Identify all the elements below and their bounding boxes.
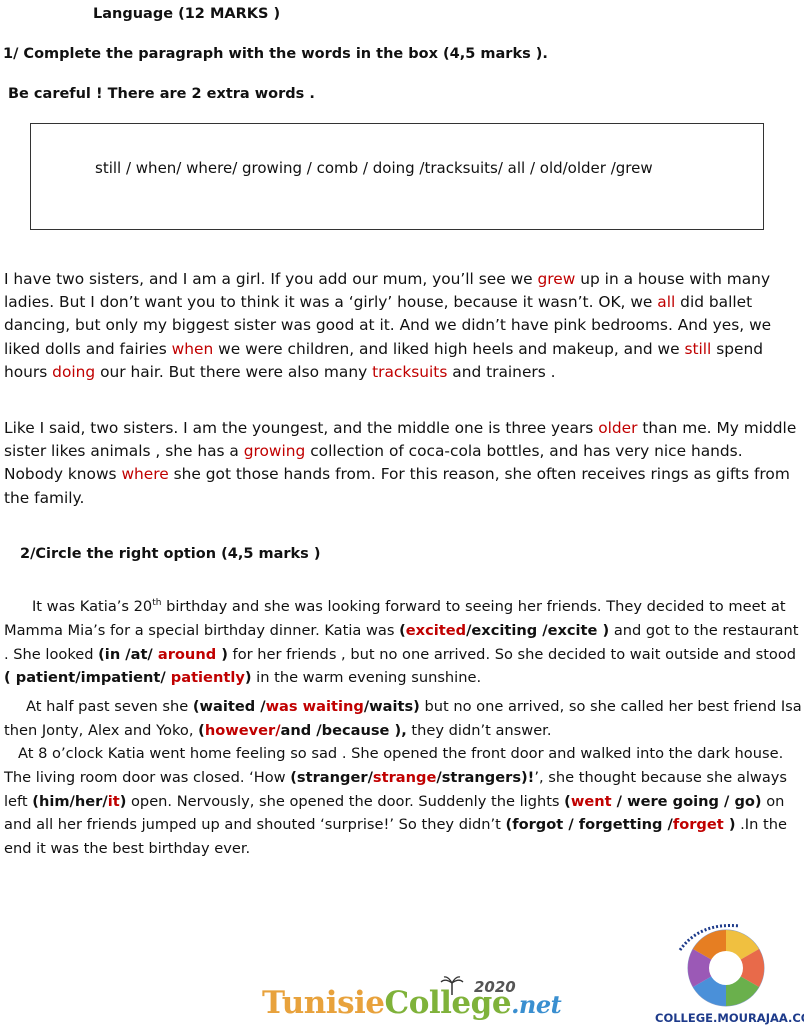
correct-option: strange (372, 768, 437, 786)
story-paragraph-1: It was Katia’s 20th birthday and she was… (4, 595, 804, 690)
text: /waits) (363, 698, 420, 715)
text: (stranger/ (290, 768, 373, 786)
logo-text-net: .net (511, 990, 562, 1019)
correct-option: excited (405, 621, 467, 639)
text: /exciting /excite ) (466, 621, 610, 639)
text: (forgot / forgetting / (505, 816, 673, 834)
answer-word: still (684, 339, 712, 358)
text: At half past seven she (26, 698, 193, 715)
option-group-7: (him/her/it) (32, 793, 126, 810)
logo-text-tunisie: Tunisie (262, 985, 385, 1021)
option-group-5: (however/and /because ), (198, 722, 407, 739)
text: / were going / go) (611, 792, 762, 810)
correct-option: was waiting (265, 698, 364, 715)
correct-option: patiently (170, 669, 245, 687)
text: we were children, and liked high heels a… (213, 339, 685, 358)
text: up in a house with many ladies. But I do… (4, 270, 771, 312)
answer-word: grew (537, 270, 576, 288)
text: she got those hands from. For this reaso… (4, 465, 790, 507)
text: they didn’t answer. (406, 721, 552, 739)
answer-word: older (598, 419, 638, 437)
option-group-3: ( patient/impatient/ patiently) (4, 669, 252, 686)
text: collection of coca-cola bottles, and has… (4, 442, 743, 484)
text: ( patient/impatient/ (4, 669, 171, 687)
text: than me. My middle sister likes animals … (4, 419, 797, 461)
text: but no one arrived, so she called her be… (4, 698, 802, 739)
option-group-8: (went / were going / go) (564, 793, 761, 810)
answer-word: doing (52, 362, 96, 381)
correct-option: however/ (204, 721, 281, 739)
text: did ballet dancing, but only my biggest … (4, 293, 772, 358)
text: ’, she thought because she always left (4, 768, 788, 810)
text: and trainers . (447, 362, 556, 381)
text: spend hours (4, 339, 764, 381)
text: (in /at/ (98, 645, 158, 663)
word-box: still / when/ where/ growing / comb / do… (30, 123, 764, 230)
text: ( (399, 621, 406, 639)
correct-option: forget (672, 816, 724, 834)
superscript: th (152, 598, 162, 608)
text: for her friends , but no one arrived. So… (227, 645, 797, 663)
word-box-text: still / when/ where/ growing / comb / do… (95, 159, 653, 177)
palm-tree-icon (440, 976, 464, 995)
text: Like I said, two sisters. I am the young… (4, 419, 599, 437)
paragraph-2: Like I said, two sisters. I am the young… (4, 417, 804, 510)
answer-word: where (121, 465, 169, 484)
text: .In the end it was the best birthday eve… (4, 816, 787, 858)
text: ) (244, 669, 252, 687)
text: At 8 o’clock Katia went home feeling so … (4, 745, 784, 786)
exercise1-warning: Be careful ! There are 2 extra words . (8, 86, 315, 102)
correct-option: it (107, 792, 120, 810)
text: ) (119, 792, 127, 810)
option-group-9: (forgot / forgetting /forget ) (506, 816, 736, 833)
option-group-2: (in /at/ around ) (98, 646, 228, 663)
text: and /because ), (280, 721, 407, 739)
text: It was Katia’s 20 (32, 598, 153, 615)
text: birthday and she was looking forward to … (4, 598, 786, 639)
text: our hair. But there were also many (95, 362, 373, 381)
text: (him/her/ (32, 792, 108, 810)
text: ( (198, 721, 205, 739)
option-group-4: (waited /was waiting/waits) (193, 698, 420, 715)
logo-year: 2020 (474, 978, 516, 996)
text: ( (564, 792, 571, 810)
badge-url[interactable]: COLLEGE.MOURAJAA.COM (655, 1011, 804, 1025)
exercise2-instruction: 2/Circle the right option (4,5 marks ) (20, 546, 321, 562)
correct-option: went (570, 792, 612, 810)
exercise1-instruction: 1/ Complete the paragraph with the words… (3, 46, 548, 62)
paragraph-1: I have two sisters, and I am a girl. If … (4, 268, 804, 384)
correct-option: around (157, 645, 217, 663)
text: I have two sisters, and I am a girl. If … (4, 270, 538, 288)
story-paragraph-2: At half past seven she (waited /was wait… (4, 695, 804, 743)
site-logo[interactable]: TunisieCollege.net (262, 985, 562, 1021)
answer-word: growing (243, 442, 306, 461)
answer-word: when (171, 339, 214, 358)
text: and got to the restaurant . She looked (4, 621, 799, 663)
answer-word: all (657, 293, 676, 312)
answer-word: tracksuits (372, 362, 448, 381)
mouraja-badge-icon (678, 924, 765, 1007)
text: open. Nervously, she opened the door. Su… (126, 792, 565, 810)
logo-text-college: College (384, 985, 512, 1021)
text: /strangers)! (436, 768, 535, 786)
text: (waited / (192, 698, 266, 715)
text: ) (216, 645, 228, 663)
text: on and all her friends jumped up and sho… (4, 792, 785, 834)
text: in the warm evening sunshine. (251, 669, 482, 687)
option-group-1: (excited/exciting /excite ) (399, 622, 609, 639)
text: ) (723, 816, 736, 834)
section-title: Language (12 MARKS ) (93, 6, 281, 22)
option-group-6: (stranger/strange/strangers)! (290, 769, 534, 786)
story-paragraph-3: At 8 o’clock Katia went home feeling so … (4, 742, 804, 861)
